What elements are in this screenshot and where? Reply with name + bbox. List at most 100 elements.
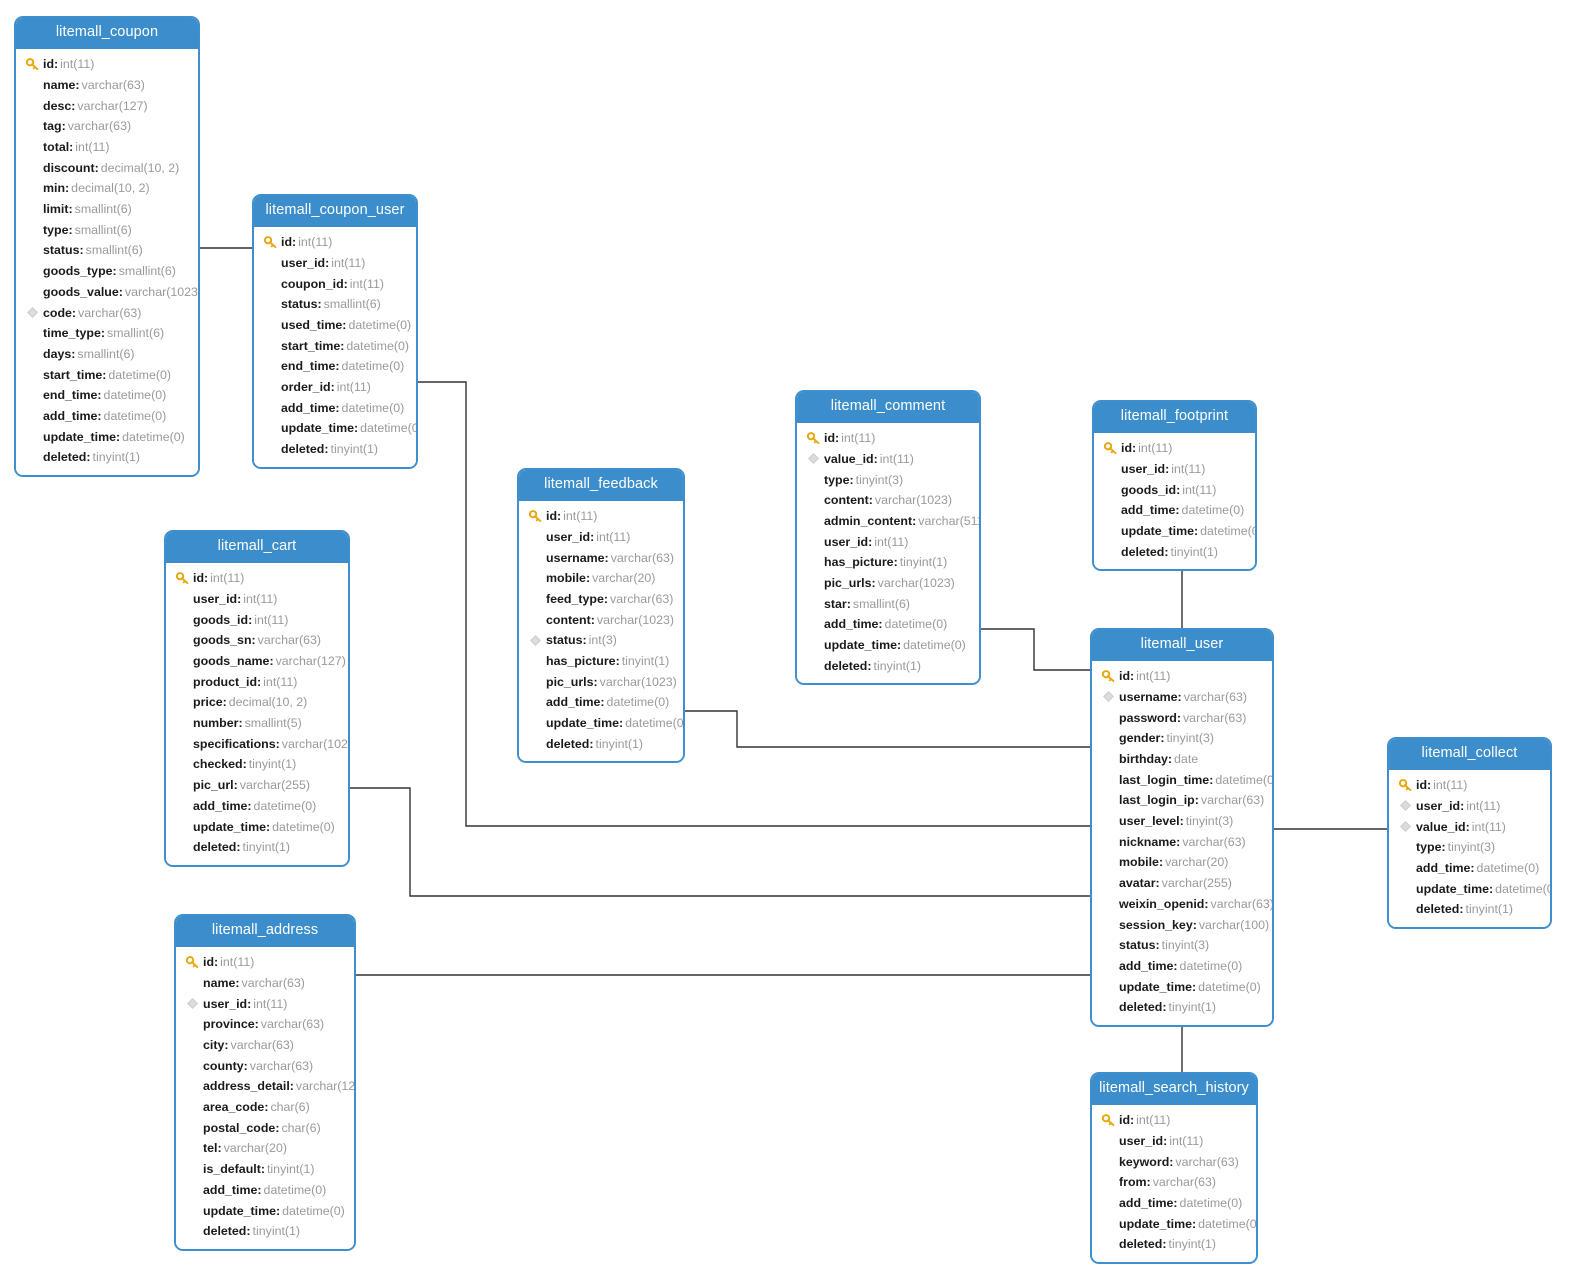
column-row[interactable]: deleted:tinyint(1)	[1092, 1234, 1256, 1255]
table-title-litemall_coupon[interactable]: litemall_coupon	[16, 18, 198, 49]
column-row[interactable]: update_time:datetime(0)	[1389, 878, 1550, 899]
column-row[interactable]: avatar:varchar(255)	[1092, 873, 1272, 894]
column-row[interactable]: update_time:datetime(0)	[1092, 1213, 1256, 1234]
column-row[interactable]: goods_value:varchar(1023)	[16, 282, 198, 303]
column-row[interactable]: county:varchar(63)	[176, 1055, 354, 1076]
column-row[interactable]: code:varchar(63)	[16, 302, 198, 323]
column-row[interactable]: add_time:datetime(0)	[1092, 1193, 1256, 1214]
table-title-litemall_feedback[interactable]: litemall_feedback	[519, 470, 683, 501]
column-row[interactable]: update_time:datetime(0)	[519, 713, 683, 734]
column-row[interactable]: last_login_time:datetime(0)	[1092, 769, 1272, 790]
column-row[interactable]: status:smallint(6)	[16, 240, 198, 261]
column-row[interactable]: status:tinyint(3)	[1092, 935, 1272, 956]
column-row[interactable]: add_time:datetime(0)	[1389, 858, 1550, 879]
column-row[interactable]: type:tinyint(3)	[1389, 837, 1550, 858]
column-row[interactable]: total:int(11)	[16, 137, 198, 158]
column-row[interactable]: id:int(11)	[1092, 1110, 1256, 1131]
table-litemall_search_history[interactable]: litemall_search_history id:int(11)user_id…	[1090, 1072, 1258, 1264]
column-row[interactable]: start_time:datetime(0)	[254, 335, 416, 356]
column-row[interactable]: id:int(11)	[1092, 666, 1272, 687]
column-row[interactable]: number:smallint(5)	[166, 713, 348, 734]
column-row[interactable]: update_time:datetime(0)	[176, 1200, 354, 1221]
column-row[interactable]: add_time:datetime(0)	[1092, 956, 1272, 977]
table-title-litemall_cart[interactable]: litemall_cart	[166, 532, 348, 563]
column-row[interactable]: content:varchar(1023)	[797, 490, 979, 511]
column-row[interactable]: id:int(11)	[254, 232, 416, 253]
column-row[interactable]: user_id:int(11)	[176, 993, 354, 1014]
column-row[interactable]: start_time:datetime(0)	[16, 364, 198, 385]
column-row[interactable]: goods_name:varchar(127)	[166, 651, 348, 672]
column-row[interactable]: deleted:tinyint(1)	[16, 447, 198, 468]
column-row[interactable]: end_time:datetime(0)	[16, 385, 198, 406]
column-row[interactable]: min:decimal(10, 2)	[16, 178, 198, 199]
column-row[interactable]: postal_code:char(6)	[176, 1117, 354, 1138]
table-title-litemall_search_history[interactable]: litemall_search_history	[1092, 1074, 1256, 1105]
column-row[interactable]: address_detail:varchar(127)	[176, 1076, 354, 1097]
column-row[interactable]: weixin_openid:varchar(63)	[1092, 894, 1272, 915]
column-row[interactable]: user_id:int(11)	[1092, 1131, 1256, 1152]
column-row[interactable]: update_time:datetime(0)	[254, 418, 416, 439]
column-row[interactable]: id:int(11)	[1389, 775, 1550, 796]
column-row[interactable]: add_time:datetime(0)	[519, 692, 683, 713]
table-title-litemall_user[interactable]: litemall_user	[1092, 630, 1272, 661]
table-title-litemall_coupon_user[interactable]: litemall_coupon_user	[254, 196, 416, 227]
column-row[interactable]: is_default:tinyint(1)	[176, 1159, 354, 1180]
column-row[interactable]: end_time:datetime(0)	[254, 356, 416, 377]
table-title-litemall_address[interactable]: litemall_address	[176, 916, 354, 947]
column-row[interactable]: used_time:datetime(0)	[254, 315, 416, 336]
column-row[interactable]: goods_type:smallint(6)	[16, 261, 198, 282]
column-row[interactable]: user_level:tinyint(3)	[1092, 811, 1272, 832]
column-row[interactable]: province:varchar(63)	[176, 1014, 354, 1035]
column-row[interactable]: birthday:date	[1092, 749, 1272, 770]
column-row[interactable]: pic_urls:varchar(1023)	[519, 671, 683, 692]
column-row[interactable]: status:int(3)	[519, 630, 683, 651]
column-row[interactable]: tel:varchar(20)	[176, 1138, 354, 1159]
column-row[interactable]: value_id:int(11)	[797, 449, 979, 470]
column-row[interactable]: nickname:varchar(63)	[1092, 831, 1272, 852]
column-row[interactable]: feed_type:varchar(63)	[519, 589, 683, 610]
column-row[interactable]: update_time:datetime(0)	[166, 816, 348, 837]
column-row[interactable]: admin_content:varchar(511)	[797, 511, 979, 532]
column-row[interactable]: has_picture:tinyint(1)	[519, 651, 683, 672]
column-row[interactable]: user_id:int(11)	[1094, 459, 1255, 480]
column-row[interactable]: name:varchar(63)	[16, 75, 198, 96]
column-row[interactable]: id:int(11)	[16, 54, 198, 75]
column-row[interactable]: add_time:datetime(0)	[176, 1180, 354, 1201]
column-row[interactable]: keyword:varchar(63)	[1092, 1151, 1256, 1172]
column-row[interactable]: mobile:varchar(20)	[1092, 852, 1272, 873]
column-row[interactable]: coupon_id:int(11)	[254, 273, 416, 294]
column-row[interactable]: user_id:int(11)	[1389, 796, 1550, 817]
column-row[interactable]: price:decimal(10, 2)	[166, 692, 348, 713]
column-row[interactable]: product_id:int(11)	[166, 671, 348, 692]
column-row[interactable]: deleted:tinyint(1)	[254, 439, 416, 460]
column-row[interactable]: user_id:int(11)	[797, 531, 979, 552]
column-row[interactable]: type:tinyint(3)	[797, 469, 979, 490]
column-row[interactable]: id:int(11)	[176, 952, 354, 973]
column-row[interactable]: deleted:tinyint(1)	[1389, 899, 1550, 920]
column-row[interactable]: update_time:datetime(0)	[1092, 976, 1272, 997]
column-row[interactable]: gender:tinyint(3)	[1092, 728, 1272, 749]
column-row[interactable]: pic_url:varchar(255)	[166, 775, 348, 796]
column-row[interactable]: update_time:datetime(0)	[797, 635, 979, 656]
column-row[interactable]: goods_id:int(11)	[1094, 479, 1255, 500]
column-row[interactable]: deleted:tinyint(1)	[519, 734, 683, 755]
column-row[interactable]: desc:varchar(127)	[16, 95, 198, 116]
column-row[interactable]: id:int(11)	[166, 568, 348, 589]
column-row[interactable]: deleted:tinyint(1)	[176, 1221, 354, 1242]
column-row[interactable]: discount:decimal(10, 2)	[16, 157, 198, 178]
column-row[interactable]: username:varchar(63)	[519, 547, 683, 568]
table-title-litemall_footprint[interactable]: litemall_footprint	[1094, 402, 1255, 433]
column-row[interactable]: user_id:int(11)	[519, 527, 683, 548]
column-row[interactable]: add_time:datetime(0)	[166, 796, 348, 817]
column-row[interactable]: has_picture:tinyint(1)	[797, 552, 979, 573]
column-row[interactable]: id:int(11)	[519, 506, 683, 527]
column-row[interactable]: deleted:tinyint(1)	[1092, 997, 1272, 1018]
column-row[interactable]: id:int(11)	[797, 428, 979, 449]
column-row[interactable]: days:smallint(6)	[16, 344, 198, 365]
table-litemall_feedback[interactable]: litemall_feedback id:int(11)user_id:int(1…	[517, 468, 685, 764]
